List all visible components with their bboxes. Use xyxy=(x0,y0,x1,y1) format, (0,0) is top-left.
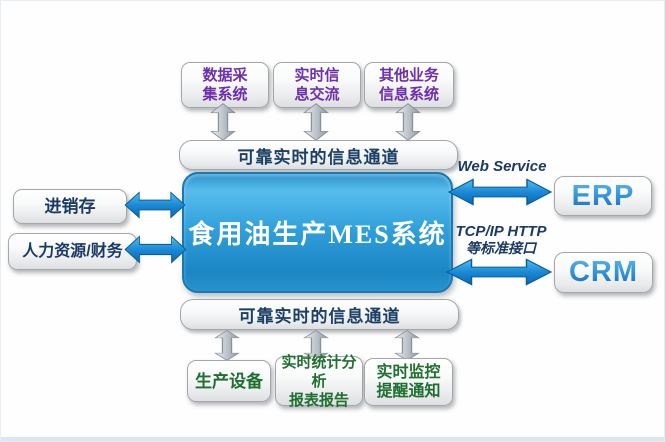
statistics-report-box: 实时统计分析 报表报告 xyxy=(275,353,363,409)
crm-label: CRM xyxy=(568,256,639,288)
erp-label: ERP xyxy=(571,179,635,212)
realtime-info-exchange-box: 实时信 息交流 xyxy=(273,62,361,108)
top-info-channel-label: 可靠实时的信息通道 xyxy=(237,147,400,167)
statistics-report-label-line2: 报表报告 xyxy=(288,391,349,409)
mes-system-box: 食用油生产MES系统 xyxy=(182,172,453,293)
data-acquisition-label-line2: 集系统 xyxy=(202,86,248,103)
vertical-double-arrow-icon xyxy=(303,103,329,141)
hr-finance-box: 人力资源/财务 xyxy=(8,233,137,270)
monitoring-notification-box: 实时监控 提醒通知 xyxy=(364,358,453,406)
hr-finance-label: 人力资源/财务 xyxy=(22,243,123,260)
monitoring-notification-label-line1: 实时监控 xyxy=(376,364,441,381)
horizontal-double-arrow-icon xyxy=(445,258,553,286)
data-acquisition-label-line1: 数据采 xyxy=(202,67,248,84)
other-business-systems-box: 其他业务 信息系统 xyxy=(364,62,454,108)
tcpip-interface-line1: TCP/IP HTTP xyxy=(455,223,547,240)
vertical-double-arrow-icon xyxy=(214,330,240,361)
vertical-double-arrow-icon xyxy=(210,103,236,141)
horizontal-double-arrow-icon xyxy=(447,178,553,206)
crm-box: CRM xyxy=(554,252,653,293)
production-equipment-label: 生产设备 xyxy=(195,371,263,391)
horizontal-double-arrow-icon xyxy=(124,191,186,219)
production-equipment-box: 生产设备 xyxy=(187,360,271,402)
realtime-info-exchange-label-line1: 实时信 xyxy=(294,67,340,84)
bottom-info-channel-bar: 可靠实时的信息通道 xyxy=(180,299,459,330)
vertical-double-arrow-icon xyxy=(394,330,420,361)
inventory-box: 进销存 xyxy=(13,189,127,224)
other-business-systems-label-line2: 信息系统 xyxy=(378,86,439,103)
web-service-text: Web Service xyxy=(457,158,547,175)
realtime-info-exchange-label-line2: 息交流 xyxy=(294,86,340,103)
data-acquisition-box: 数据采 集系统 xyxy=(181,62,269,108)
other-business-systems-label-line1: 其他业务 xyxy=(378,67,439,84)
erp-box: ERP xyxy=(554,176,652,216)
horizontal-double-arrow-icon xyxy=(124,235,187,264)
web-service-interface-label: Web Service xyxy=(453,159,551,175)
inventory-label: 进销存 xyxy=(44,197,96,216)
tcpip-interface-line2: 等标准接口 xyxy=(466,240,536,256)
mes-system-title: 食用油生产MES系统 xyxy=(188,220,447,249)
bottom-edge-strip xyxy=(1,437,664,441)
monitoring-notification-label-line2: 提醒通知 xyxy=(376,383,441,400)
vertical-double-arrow-icon xyxy=(395,103,421,141)
bottom-info-channel-label: 可靠实时的信息通道 xyxy=(238,307,401,326)
top-info-channel-bar: 可靠实时的信息通道 xyxy=(179,140,458,170)
statistics-report-label-line1: 实时统计分析 xyxy=(281,353,357,390)
tcpip-interface-label: TCP/IP HTTP 等标准接口 xyxy=(449,223,553,257)
